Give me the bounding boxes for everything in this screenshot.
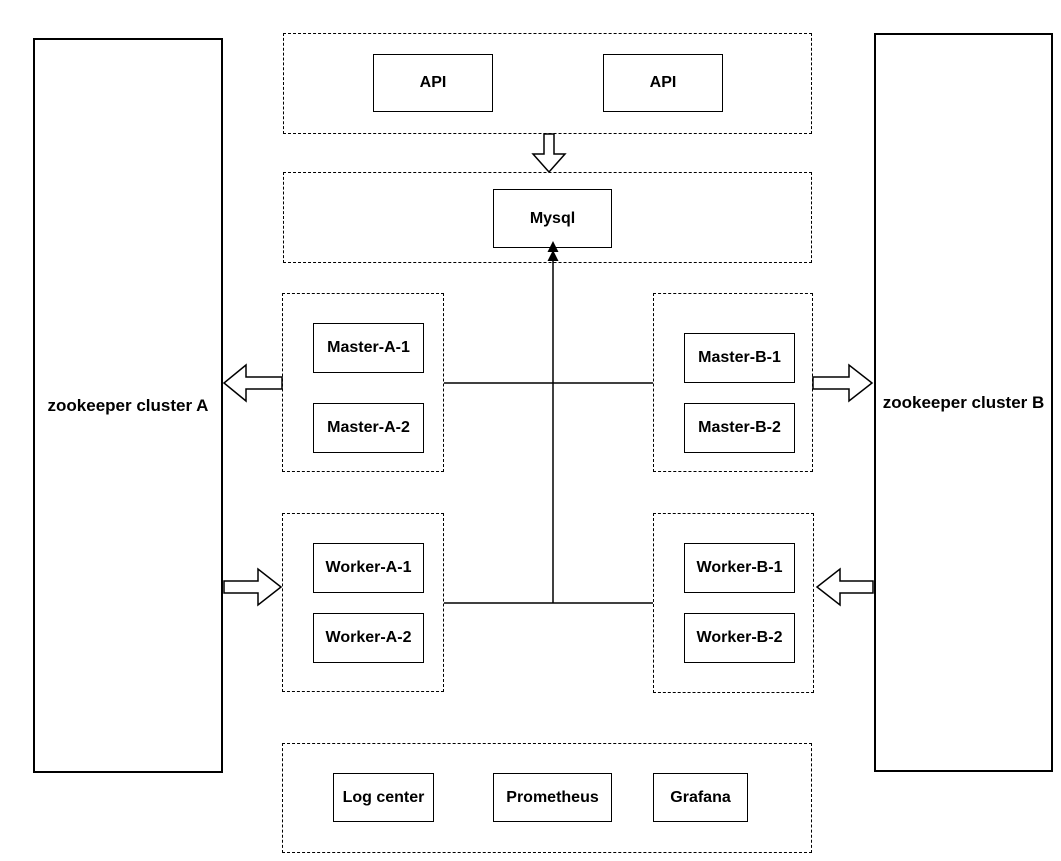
- api-node-1: API: [373, 54, 493, 112]
- block-arrow-zookeeper-b-to-worker-b: [815, 567, 874, 607]
- master-b-2-node: Master-B-2: [684, 403, 795, 453]
- mysql-node: Mysql: [493, 189, 612, 248]
- api-node-2: API: [603, 54, 723, 112]
- worker-b-group: [653, 513, 814, 693]
- prometheus-node: Prometheus: [493, 773, 612, 822]
- grafana-node: Grafana: [653, 773, 748, 822]
- api-group: [283, 33, 812, 134]
- monitoring-group: [282, 743, 812, 853]
- master-a-2-node: Master-A-2: [313, 403, 424, 453]
- master-b-1-node: Master-B-1: [684, 333, 795, 383]
- master-a-1-node: Master-A-1: [313, 323, 424, 373]
- block-arrow-zookeeper-a-to-worker-a: [223, 567, 283, 607]
- block-arrow-master-a-to-zookeeper-a: [222, 363, 283, 403]
- worker-a-group: [282, 513, 444, 692]
- block-arrow-api-to-mysql: [531, 133, 567, 174]
- log-center-node: Log center: [333, 773, 434, 822]
- worker-a-1-node: Worker-A-1: [313, 543, 424, 593]
- worker-b-1-node: Worker-B-1: [684, 543, 795, 593]
- zookeeper-cluster-b-label: zookeeper cluster B: [882, 392, 1045, 412]
- worker-a-2-node: Worker-A-2: [313, 613, 424, 663]
- zookeeper-cluster-a: zookeeper cluster A: [33, 38, 223, 773]
- block-arrow-master-b-to-zookeeper-b: [812, 363, 874, 403]
- worker-b-2-node: Worker-B-2: [684, 613, 795, 663]
- zookeeper-cluster-a-label: zookeeper cluster A: [47, 395, 209, 415]
- zookeeper-cluster-b: zookeeper cluster B: [874, 33, 1053, 772]
